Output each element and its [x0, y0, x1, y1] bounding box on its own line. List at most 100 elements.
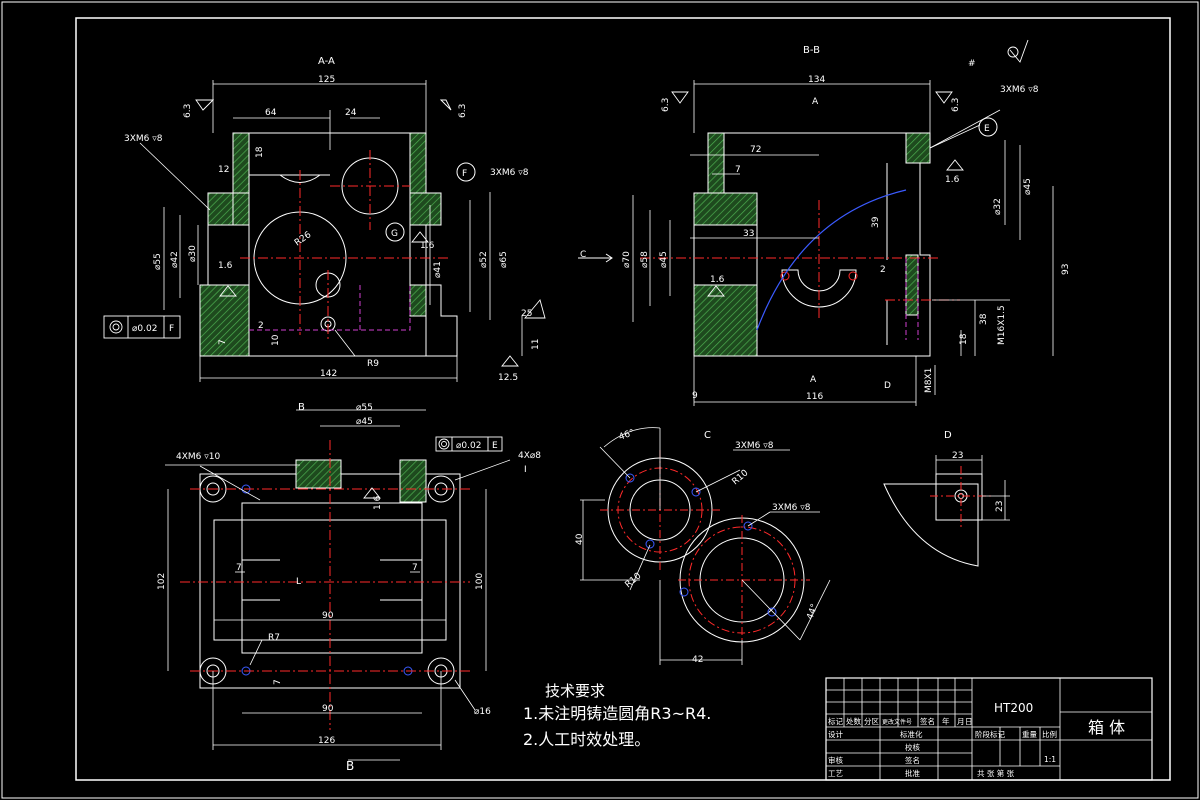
aa-roughness-1-6-right: 1.6: [420, 241, 435, 251]
aa-dim-r26: R26: [293, 230, 313, 249]
title-block-design: 设计: [828, 729, 843, 739]
aa-dim-d65: ⌀65: [499, 251, 509, 268]
bb-wall-right-top: [905, 132, 931, 164]
bb-wall-right-mid: [905, 254, 919, 316]
d-segment-shape: [883, 483, 979, 567]
b-dim-102: 102: [157, 573, 167, 590]
bb-roughness-symbol-4: [946, 159, 964, 171]
bb-section-a-bottom: A: [810, 375, 817, 385]
b-dim-126: 126: [318, 736, 335, 746]
aa-dim-r9: R9: [367, 359, 379, 369]
title-block-label-mark: 标记: [828, 716, 843, 726]
aa-wall-right-top: [409, 132, 427, 194]
b-label-i: I: [524, 465, 527, 475]
technical-requirements: 技术要求 1.未注明铸造圆角R3~R4. 2.人工时效处理。: [523, 680, 711, 753]
b-dim-90-upper: 90: [322, 611, 334, 621]
bb-dim-d45-right: ⌀45: [1023, 178, 1033, 195]
bb-dim-d45-left: ⌀45: [659, 251, 669, 268]
aa-roughness-symbol-4: [411, 231, 429, 243]
b-hatch-right: [399, 459, 427, 503]
aa-datum-g-circle: [385, 222, 405, 242]
bb-dim-7: 7: [735, 165, 741, 175]
view-d: D 23 23: [883, 430, 1010, 567]
aa-roughness-symbol-2: [439, 99, 452, 111]
b-dim-r7: R7: [268, 633, 280, 643]
bb-flange-left: [693, 192, 758, 226]
aa-dim-24: 24: [345, 108, 357, 118]
view-title-aa: A-A: [318, 56, 335, 67]
bb-dim-116: 116: [806, 392, 823, 402]
aa-dim-12: 12: [218, 165, 229, 175]
c-angle-46: 46°: [618, 428, 636, 443]
bb-dim-d58: ⌀58: [640, 251, 650, 268]
title-block-part-name: 箱 体: [1088, 718, 1125, 737]
b-tolerance-value: ⌀0.02: [456, 441, 481, 451]
aa-dim-d42: ⌀42: [170, 251, 180, 268]
aa-dim-d30: ⌀30: [188, 245, 198, 262]
notes-line-2: 2.人工时效处理。: [523, 730, 651, 749]
aa-roughness-symbol-1: [195, 99, 215, 111]
bb-dim-2: 2: [880, 265, 886, 275]
c-angle-44: 44°: [805, 603, 820, 621]
b-thread-4xm6: 4XM6 ▿10: [176, 452, 220, 462]
bb-roughness-symbol-3: [707, 285, 725, 297]
bb-section-a-top: A: [812, 97, 819, 107]
d-dim-23-w: 23: [952, 451, 963, 461]
title-block-scale-value: 1:1: [1044, 755, 1056, 764]
c-thread-lower: 3XM6 ▿8: [772, 503, 811, 513]
b-dim-d55: ⌀55: [356, 403, 373, 413]
bb-body-outline: [693, 132, 931, 357]
aa-tolerance-value: ⌀0.02: [132, 324, 157, 334]
bb-wall-left-bottom: [693, 284, 758, 357]
title-block-approve: 批准: [905, 768, 920, 778]
c-dim-42: 42: [692, 655, 703, 665]
aa-datum-g: G: [391, 229, 398, 239]
view-title-d: D: [944, 430, 952, 441]
aa-tolerance-frame: [103, 315, 181, 339]
bb-dim-39: 39: [871, 216, 881, 228]
bb-datum-e-circle: [978, 117, 998, 137]
title-block-scale: 比例: [1042, 729, 1057, 739]
title-block-check: 校核: [905, 742, 920, 752]
section-aa-view: A-A: [103, 56, 546, 383]
bb-roughness-hash: #: [968, 59, 976, 69]
view-c: C: [575, 427, 831, 665]
aa-thread-right: 3XM6 ▿8: [490, 168, 529, 178]
aa-dim-11: 11: [531, 339, 541, 350]
aa-wall-right-bottom: [409, 284, 427, 317]
aa-angle-25: 25: [521, 309, 532, 319]
bb-datum-e: E: [984, 124, 990, 134]
view-title-bb: B-B: [803, 45, 820, 56]
bb-roughness-1-6-left: 1.6: [710, 275, 725, 285]
bb-dim-72: 72: [750, 145, 761, 155]
d-dim-23-h: 23: [995, 501, 1005, 512]
b-dim-100: 100: [475, 573, 485, 590]
title-block-label-month: 月: [957, 717, 965, 726]
title-block-label-day: 日: [965, 717, 973, 726]
title-block-weight: 重量: [1022, 730, 1038, 739]
bb-roughness-symbol-1: [671, 91, 689, 104]
aa-dim-64: 64: [265, 108, 277, 118]
aa-flange-right: [409, 192, 442, 226]
bb-arrow-d: D: [884, 381, 891, 391]
b-arrow-label-b: B: [346, 759, 354, 773]
aa-roughness-6-3-left: 6.3: [183, 104, 193, 118]
bb-arrow-c: C: [580, 250, 586, 260]
bb-roughness-corner: [1009, 39, 1029, 63]
aa-flange-left: [207, 192, 250, 226]
bb-arrow-c-line: [578, 253, 613, 263]
aa-dim-d41: ⌀41: [433, 261, 443, 278]
b-dim-7a: 7: [236, 563, 242, 573]
title-block-process: 工艺: [828, 769, 843, 778]
b-dim-7c: 7: [273, 679, 283, 685]
bb-dim-33: 33: [743, 229, 754, 239]
bb-dim-m8: M8X1: [924, 368, 934, 393]
c-radius-lower: R10: [624, 571, 644, 590]
b-dim-7b: 7: [412, 563, 418, 573]
aa-datum-f-circle: [456, 162, 476, 182]
b-inner-box: [241, 502, 423, 654]
view-title-c: C: [704, 430, 711, 441]
title-block-label-zone: 分区: [864, 717, 879, 726]
aa-dim-142: 142: [320, 369, 337, 379]
